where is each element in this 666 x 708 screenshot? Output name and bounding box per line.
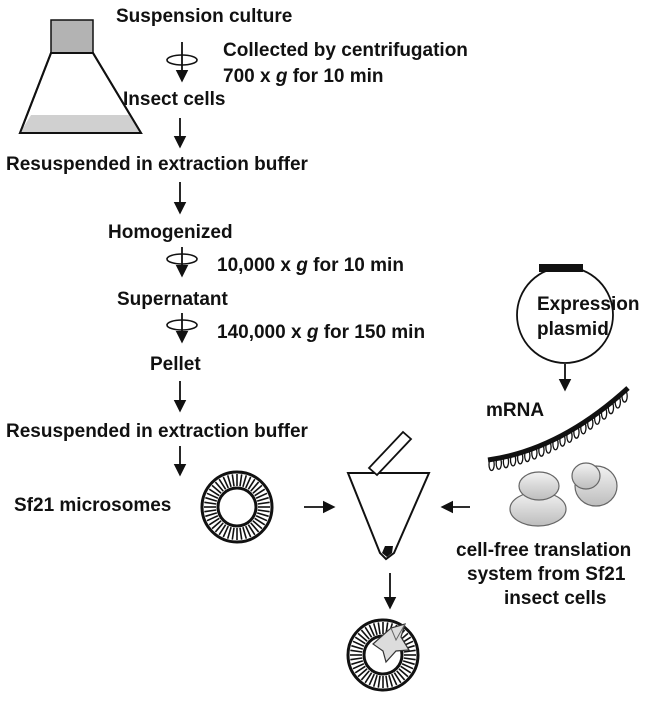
reaction-tube-icon — [346, 430, 431, 561]
label-suspension-culture: Suspension culture — [116, 6, 292, 27]
label-homogenized: Homogenized — [108, 222, 233, 243]
centrifuge-icon-2 — [166, 247, 198, 278]
label-resuspended-2: Resuspended in extraction buffer — [6, 421, 309, 442]
label-cft-line3: insect cells — [504, 588, 606, 609]
plasmid-icon — [516, 264, 614, 364]
label-expression: Expression — [537, 294, 639, 315]
label-resuspended-1: Resuspended in extraction buffer — [6, 154, 309, 175]
label-mrna: mRNA — [486, 400, 544, 421]
microsome-icon — [200, 470, 274, 544]
label-collected: Collected by centrifugation — [223, 40, 468, 61]
label-cft-line1: cell-free translation — [456, 540, 631, 561]
proteoliposome-icon — [346, 618, 420, 692]
flask-icon — [18, 19, 143, 134]
centrifuge-icon-3 — [166, 313, 198, 344]
centrifuge-icon-1 — [166, 42, 198, 83]
mrna-icon — [487, 386, 630, 472]
label-pellet: Pellet — [150, 354, 201, 375]
label-cft-line2: system from Sf21 — [467, 564, 626, 585]
label-plasmid: plasmid — [537, 319, 609, 340]
label-insect-cells: Insect cells — [123, 89, 225, 110]
label-spin-2: 10,000 x g for 10 min — [217, 255, 404, 276]
label-spin-1: 700 x g for 10 min — [223, 66, 384, 87]
label-supernatant: Supernatant — [117, 289, 229, 310]
label-sf21-microsomes: Sf21 microsomes — [14, 495, 171, 516]
ribosome-icon — [509, 462, 618, 527]
label-spin-3: 140,000 x g for 150 min — [217, 322, 425, 343]
membrane-protein-icon — [372, 623, 411, 664]
